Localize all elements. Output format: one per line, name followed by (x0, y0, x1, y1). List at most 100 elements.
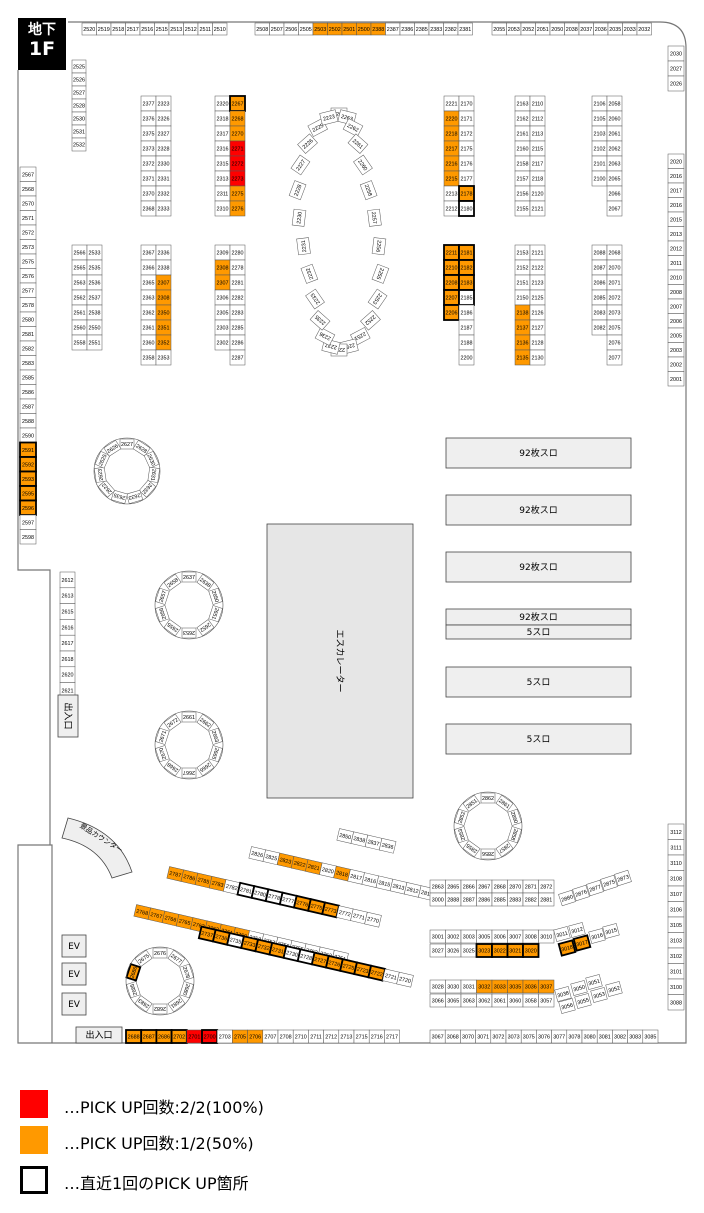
slot-machine-2863[interactable]: 2863 (429, 879, 446, 894)
slot-machine-3085[interactable]: 3085 (642, 1029, 659, 1044)
slot-machine-3110[interactable]: 3110 (667, 854, 685, 871)
slot-machine-2700[interactable]: 2700 (201, 1029, 219, 1044)
slot-machine-2268[interactable]: 2268 (229, 110, 246, 127)
slot-machine-2152[interactable]: 2152 (514, 259, 531, 276)
slot-machine-3026[interactable]: 3026 (445, 943, 462, 958)
slot-machine-2633[interactable]: 2633 (126, 489, 144, 504)
slot-machine-2587[interactable]: 2587 (19, 398, 37, 414)
slot-machine-2151[interactable]: 2151 (514, 274, 531, 291)
slot-machine-3060[interactable]: 3060 (507, 993, 524, 1008)
slot-machine-2063[interactable]: 2063 (606, 155, 623, 172)
slot-machine-3062[interactable]: 3062 (476, 993, 493, 1008)
slot-machine-2615[interactable]: 2615 (59, 603, 76, 620)
slot-machine-2318[interactable]: 2318 (214, 110, 231, 127)
slot-machine-2682[interactable]: 2682 (152, 1003, 168, 1015)
slot-machine-2388[interactable]: 2388 (370, 22, 386, 36)
slot-machine-3012[interactable]: 3012 (568, 922, 586, 938)
slot-machine-2837[interactable]: 2837 (364, 834, 383, 851)
slot-machine-2775[interactable]: 2775 (307, 898, 327, 916)
slot-machine-2127[interactable]: 2127 (529, 319, 546, 336)
slot-machine-2620[interactable]: 2620 (59, 666, 76, 683)
slot-machine-2206[interactable]: 2206 (443, 304, 460, 321)
slot-machine-2583[interactable]: 2583 (19, 355, 37, 371)
slot-machine-3055[interactable]: 3055 (574, 993, 592, 1009)
slot-machine-2765[interactable]: 2765 (175, 914, 194, 930)
slot-machine-2267[interactable]: 2267 (229, 95, 246, 112)
slot-machine-2230[interactable]: 2230 (291, 208, 307, 227)
slot-machine-3001[interactable]: 3001 (429, 929, 446, 944)
slot-machine-2852[interactable]: 2852 (454, 808, 469, 826)
slot-machine-2183[interactable]: 2183 (458, 274, 475, 291)
slot-machine-2705[interactable]: 2705 (232, 1029, 248, 1044)
slot-machine-2722[interactable]: 2722 (367, 964, 387, 982)
slot-machine-2087[interactable]: 2087 (591, 259, 608, 276)
slot-machine-3027[interactable]: 3027 (429, 943, 446, 958)
slot-machine-2530[interactable]: 2530 (71, 111, 87, 126)
slot-machine-3088[interactable]: 3088 (667, 994, 685, 1011)
slot-machine-2235[interactable]: 2235 (309, 310, 331, 331)
slot-machine-2661[interactable]: 2661 (181, 711, 197, 723)
slot-machine-2770[interactable]: 2770 (364, 911, 382, 928)
slot-machine-3016[interactable]: 3016 (588, 928, 606, 944)
slot-machine-3056[interactable]: 3056 (558, 998, 576, 1014)
slot-machine-2026[interactable]: 2026 (667, 75, 685, 92)
slot-machine-2216[interactable]: 2216 (443, 155, 460, 172)
slot-machine-2015[interactable]: 2015 (667, 211, 685, 227)
slot-machine-2328[interactable]: 2328 (155, 140, 172, 157)
slot-machine-3052[interactable]: 3052 (605, 981, 623, 997)
slot-machine-2597[interactable]: 2597 (19, 514, 37, 530)
slot-machine-2532[interactable]: 2532 (71, 137, 87, 152)
slot-machine-2001[interactable]: 2001 (667, 371, 685, 387)
slot-machine-2590[interactable]: 2590 (19, 427, 37, 443)
slot-machine-2172[interactable]: 2172 (458, 125, 475, 142)
slot-machine-2503[interactable]: 2503 (312, 22, 328, 36)
slot-machine-2858[interactable]: 2858 (507, 826, 522, 844)
slot-machine-2576[interactable]: 2576 (19, 268, 37, 284)
slot-machine-3011[interactable]: 3011 (553, 926, 571, 942)
slot-machine-2627[interactable]: 2627 (119, 438, 135, 450)
slot-machine-3018[interactable]: 3018 (557, 939, 577, 957)
slot-machine-2376[interactable]: 2376 (140, 110, 157, 127)
slot-machine-2370[interactable]: 2370 (140, 185, 157, 202)
slot-machine-2628[interactable]: 2628 (132, 439, 151, 457)
slot-machine-2220[interactable]: 2220 (443, 110, 460, 127)
slot-machine-2302[interactable]: 2302 (214, 334, 231, 351)
slot-machine-2877[interactable]: 2877 (586, 879, 604, 897)
slot-machine-2303[interactable]: 2303 (214, 319, 231, 336)
slot-machine-3015[interactable]: 3015 (602, 923, 620, 939)
slot-machine-3051[interactable]: 3051 (585, 974, 603, 990)
slot-machine-2217[interactable]: 2217 (443, 140, 460, 157)
slot-machine-2255[interactable]: 2255 (371, 263, 390, 284)
slot-machine-2257[interactable]: 2257 (367, 208, 382, 227)
slot-machine-2186[interactable]: 2186 (458, 304, 475, 321)
slot-machine-2617[interactable]: 2617 (59, 634, 76, 652)
slot-machine-2208[interactable]: 2208 (443, 274, 460, 291)
slot-machine-2625[interactable]: 2625 (94, 451, 111, 469)
slot-machine-2657[interactable]: 2657 (155, 587, 170, 605)
slot-machine-2638[interactable]: 2638 (196, 573, 215, 591)
slot-machine-2513[interactable]: 2513 (168, 22, 184, 36)
slot-machine-2283[interactable]: 2283 (229, 304, 246, 321)
slot-machine-2707[interactable]: 2707 (262, 1029, 279, 1044)
slot-machine-3008[interactable]: 3008 (522, 929, 539, 944)
slot-machine-2630[interactable]: 2630 (143, 451, 160, 469)
slot-machine-2578[interactable]: 2578 (19, 297, 37, 313)
slot-machine-2721[interactable]: 2721 (382, 968, 400, 985)
slot-machine-2855[interactable]: 2855 (462, 840, 481, 858)
slot-machine-2567[interactable]: 2567 (19, 166, 37, 182)
slot-machine-2085[interactable]: 2085 (591, 289, 608, 306)
slot-machine-2550[interactable]: 2550 (86, 319, 103, 336)
slot-machine-2213[interactable]: 2213 (443, 185, 460, 202)
slot-machine-2032[interactable]: 2032 (636, 22, 652, 36)
slot-machine-2785[interactable]: 2785 (194, 872, 213, 889)
slot-machine-2316[interactable]: 2316 (214, 140, 231, 157)
slot-machine-2872[interactable]: 2872 (538, 879, 555, 894)
slot-machine-2218[interactable]: 2218 (443, 125, 460, 142)
slot-machine-3071[interactable]: 3071 (475, 1029, 492, 1044)
slot-machine-2857[interactable]: 2857 (495, 840, 514, 858)
slot-machine-2368[interactable]: 2368 (140, 200, 157, 217)
slot-machine-2075[interactable]: 2075 (606, 319, 623, 336)
slot-machine-3078[interactable]: 3078 (566, 1029, 583, 1044)
slot-machine-2572[interactable]: 2572 (19, 224, 37, 240)
slot-machine-2375[interactable]: 2375 (140, 125, 157, 142)
